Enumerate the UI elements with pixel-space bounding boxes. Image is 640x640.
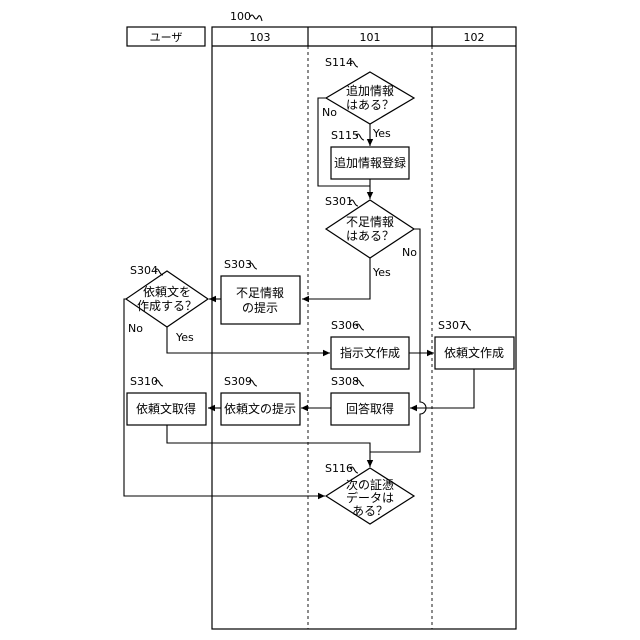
step-s303: S303 xyxy=(224,258,252,271)
step-s115: S115 xyxy=(331,129,359,142)
label-s301-yes: Yes xyxy=(372,266,391,279)
figure-ref: 100 xyxy=(230,10,251,23)
step-s306: S306 xyxy=(331,319,359,332)
decision-s114-line-1: 追加情報 xyxy=(346,83,394,98)
decision-s301-line-1: 不足情報 xyxy=(346,215,394,229)
step-s116: S116 xyxy=(325,462,353,475)
process-s310-label: 依頼文取得 xyxy=(136,401,196,416)
lane-103-label: 103 xyxy=(250,31,271,44)
step-s307: S307 xyxy=(438,319,466,332)
step-s309: S309 xyxy=(224,375,252,388)
process-s303-line-2: の提示 xyxy=(242,300,278,315)
step-s310: S310 xyxy=(130,375,158,388)
step-s304: S304 xyxy=(130,264,158,277)
edge-s301-yes xyxy=(302,258,370,299)
lane-102-label: 102 xyxy=(464,31,485,44)
label-s114-yes: Yes xyxy=(372,127,391,140)
label-s304-yes: Yes xyxy=(175,331,194,344)
decision-s116-line-2: データは xyxy=(346,490,394,505)
edge-s310-s116 xyxy=(167,425,370,467)
label-s114-no: No xyxy=(322,106,337,119)
step-s114: S114 xyxy=(325,56,353,69)
process-s308-label: 回答取得 xyxy=(346,401,394,416)
process-s307-label: 依頼文作成 xyxy=(444,345,504,360)
decision-s114-line-2: はある？ xyxy=(346,98,394,112)
decision-s304-line-2: 作成する？ xyxy=(137,299,197,313)
label-s304-no: No xyxy=(128,322,143,335)
lane-101-label: 101 xyxy=(360,31,381,44)
step-s308: S308 xyxy=(331,375,359,388)
decision-s116-line-1: 次の証憑 xyxy=(346,478,394,492)
figure-ref-squiggle xyxy=(250,15,262,21)
process-s309-label: 依頼文の提示 xyxy=(224,401,296,416)
process-s306-label: 指示文作成 xyxy=(340,345,400,360)
process-s115-label: 追加情報登録 xyxy=(334,155,406,170)
decision-s116-line-3: ある？ xyxy=(352,504,388,518)
process-s303-line-1: 不足情報 xyxy=(236,286,284,300)
decision-s304-line-1: 依頼文を xyxy=(143,284,191,299)
step-s301: S301 xyxy=(325,195,353,208)
user-lane-label: ユーザ xyxy=(150,31,183,44)
label-s301-no: No xyxy=(402,246,417,259)
process-s303 xyxy=(221,276,300,324)
decision-s301-line-2: はある？ xyxy=(346,229,394,243)
